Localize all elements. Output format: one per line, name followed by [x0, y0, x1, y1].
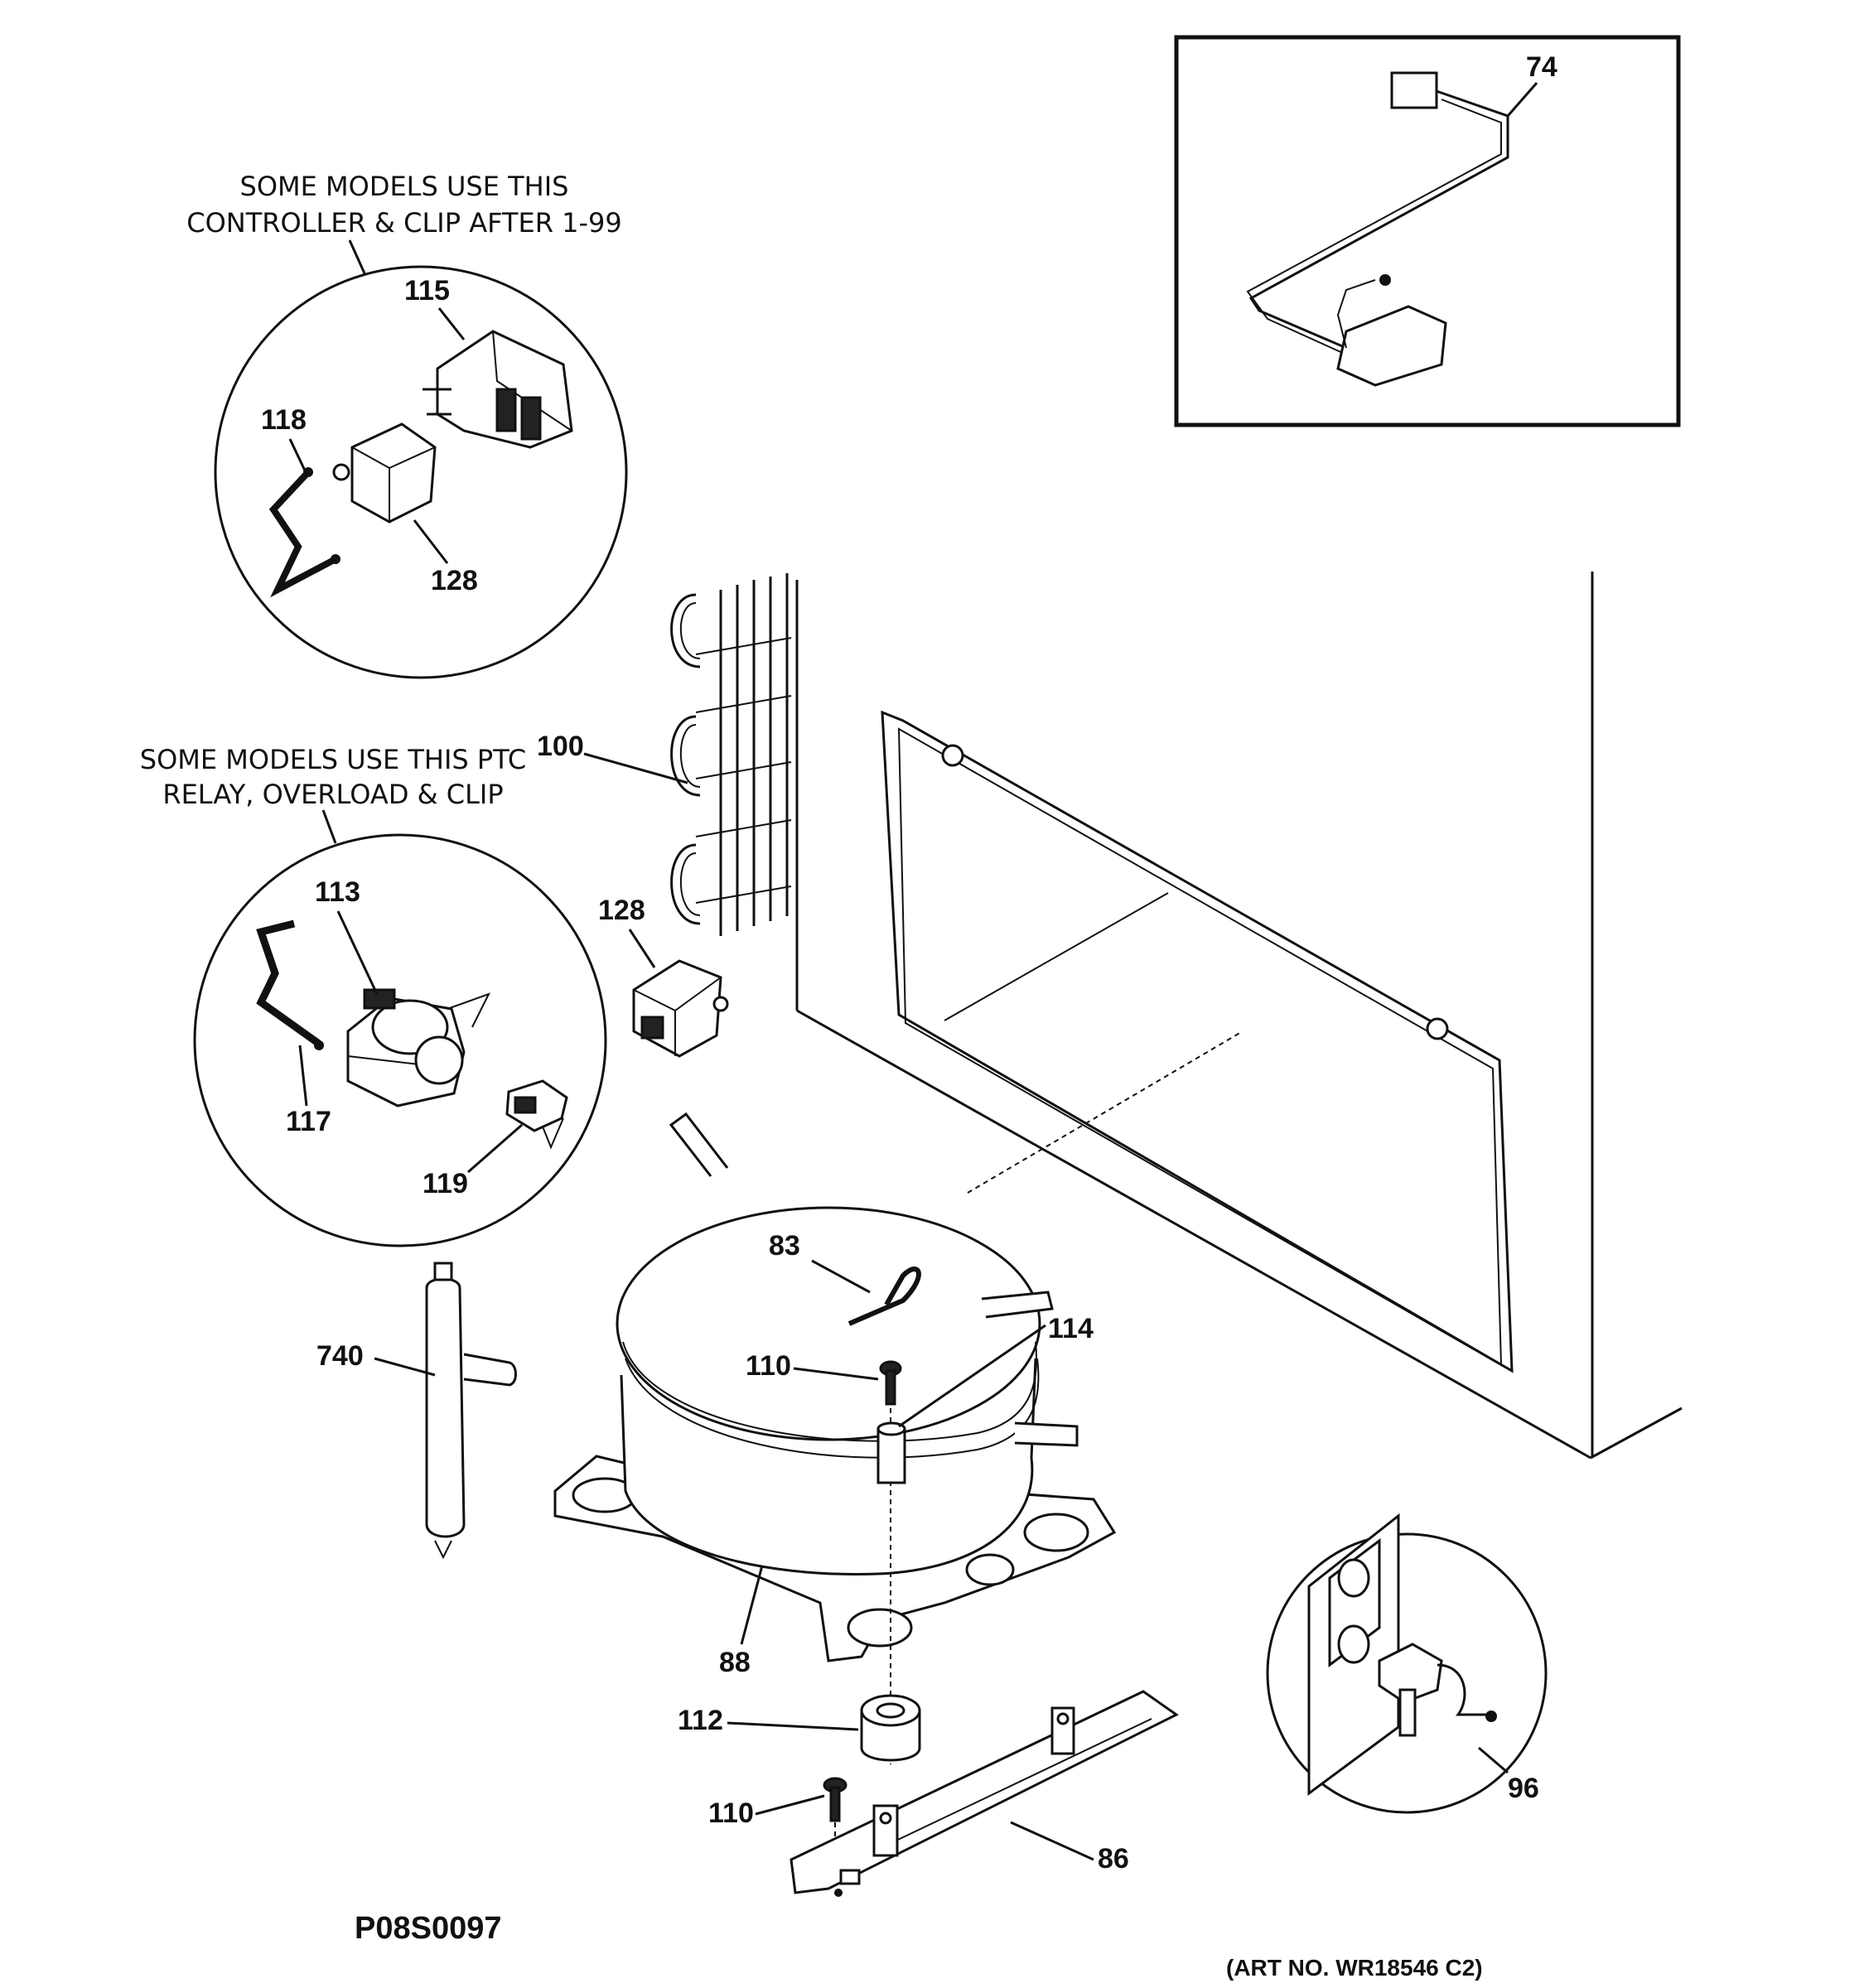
- relay-part-128: [332, 422, 437, 524]
- drier-part-740: [425, 1262, 517, 1560]
- note-ptc-line1: SOME MODELS USE THIS PTC: [140, 744, 526, 775]
- label-112: 112: [678, 1705, 723, 1736]
- label-740: 740: [316, 1340, 364, 1372]
- power-harness-part: [1246, 71, 1509, 387]
- ptc-relay-part-113: [346, 988, 491, 1107]
- label-74: 74: [1526, 51, 1557, 83]
- label-113: 113: [315, 876, 360, 908]
- drawing-code: P08S0097: [355, 1911, 502, 1946]
- label-100: 100: [537, 731, 584, 762]
- outlet-detail-circle: [1266, 1513, 1548, 1814]
- label-96: 96: [1508, 1773, 1539, 1804]
- note-ptc-line2: RELAY, OVERLOAD & CLIP: [162, 779, 503, 810]
- label-86: 86: [1098, 1843, 1129, 1875]
- controller-detail-circle: 115 128 118: [214, 265, 628, 679]
- art-number: (ART NO. WR18546 C2): [1226, 1955, 1483, 1981]
- controller-part-115: [423, 330, 573, 449]
- note-controller-line1: SOME MODELS USE THIS: [240, 171, 569, 202]
- label-88: 88: [719, 1647, 751, 1678]
- label-119: 119: [423, 1168, 468, 1199]
- grommet-part-114: [876, 1421, 906, 1484]
- bracket-part-86: [790, 1690, 1179, 1897]
- compressor-part-88: [553, 1112, 1117, 1662]
- label-128-standalone: 128: [598, 895, 645, 926]
- clip-part-83: [847, 1267, 921, 1326]
- label-118: 118: [261, 404, 307, 436]
- label-110-bottom: 110: [708, 1797, 754, 1829]
- clip-part-117: [256, 919, 324, 1050]
- label-110-top: 110: [746, 1350, 791, 1382]
- condenser-part-100: [670, 573, 798, 936]
- ptc-detail-circle: 113 117 119: [193, 833, 607, 1247]
- grommet-part-112: [860, 1694, 921, 1762]
- overload-part-119: [505, 1079, 568, 1150]
- refrigerator-cabinet: [795, 572, 1683, 1460]
- note-controller-line2: CONTROLLER & CLIP AFTER 1-99: [186, 207, 621, 239]
- inset-box-harness: 74: [1174, 35, 1681, 427]
- label-83: 83: [769, 1230, 800, 1262]
- label-128-controller: 128: [431, 565, 478, 596]
- relay-part-128-standalone: [632, 959, 729, 1058]
- label-114: 114: [1048, 1313, 1094, 1344]
- label-117: 117: [286, 1106, 331, 1137]
- label-115: 115: [404, 275, 450, 306]
